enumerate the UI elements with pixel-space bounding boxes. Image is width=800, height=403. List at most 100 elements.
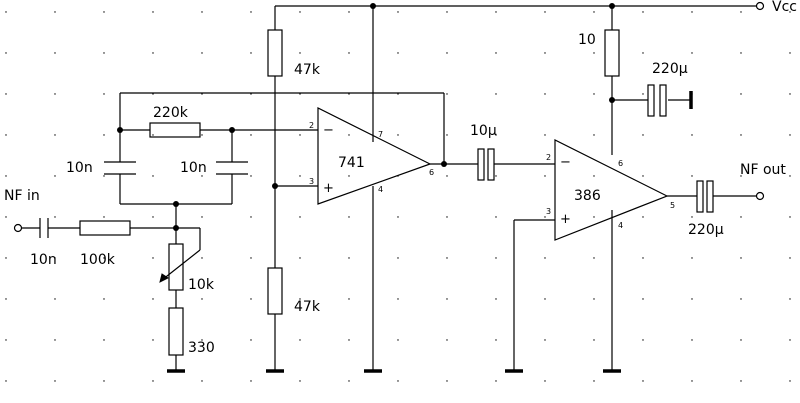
grid-dot: [593, 339, 595, 341]
grid-dot: [495, 93, 497, 95]
resistor-10: [604, 29, 620, 77]
resistors: [79, 29, 620, 356]
grid-dot: [54, 93, 56, 95]
resistor-47k-top: [267, 29, 283, 77]
opamp-741-plus: +: [323, 181, 334, 196]
grid-dot: [5, 134, 7, 136]
grid-dot: [740, 134, 742, 136]
junction-dot: [173, 201, 179, 207]
grid-dot: [789, 134, 791, 136]
opamp-741-pin-vminus: 4: [378, 185, 383, 194]
r-input-label: 100k: [80, 252, 116, 268]
grid-dot: [544, 339, 546, 341]
grid-dot: [299, 52, 301, 54]
grid-dot: [152, 257, 154, 259]
grid-dot: [348, 339, 350, 341]
junction-dot: [609, 3, 615, 9]
grid-dot: [544, 216, 546, 218]
grid-dot: [5, 339, 7, 341]
grid-dot: [397, 380, 399, 382]
grid-dot: [103, 175, 105, 177]
grid-dot: [5, 52, 7, 54]
grid-dot: [740, 52, 742, 54]
grid-dot: [397, 339, 399, 341]
grid-dot: [544, 134, 546, 136]
grid-dot: [593, 175, 595, 177]
grid-dot: [250, 52, 252, 54]
grid-dot: [348, 175, 350, 177]
c-input-label: 10n: [30, 252, 57, 268]
grid-dot: [495, 216, 497, 218]
grid-dot: [103, 380, 105, 382]
grid-dot: [446, 380, 448, 382]
grid-dot: [299, 339, 301, 341]
grid-dot: [250, 380, 252, 382]
grid-dot: [593, 11, 595, 13]
grid-dot: [642, 216, 644, 218]
junction-dot: [370, 3, 376, 9]
grid-dot: [397, 52, 399, 54]
grid-dot: [5, 380, 7, 382]
grid-dot: [54, 11, 56, 13]
grid-dot: [740, 298, 742, 300]
grid-dot: [495, 175, 497, 177]
grid-dot: [544, 11, 546, 13]
grid-dot: [103, 52, 105, 54]
opamp-741-label: 741: [338, 155, 365, 171]
grid-dot: [250, 93, 252, 95]
grid-dot: [789, 11, 791, 13]
grid-dot: [5, 298, 7, 300]
grid-dot: [691, 339, 693, 341]
grid-dot: [544, 175, 546, 177]
grid-dot: [691, 380, 693, 382]
grid-dot: [789, 380, 791, 382]
grid-dot: [740, 175, 742, 177]
resistor-330: [168, 307, 184, 356]
grid-dots: [5, 11, 791, 382]
grid-dot: [642, 134, 644, 136]
cap-supply-plate: [647, 84, 655, 117]
amp-386-pin-inv: 2: [546, 153, 551, 162]
grid-dot: [201, 52, 203, 54]
c-right-label: 10n: [180, 160, 207, 176]
grid-dot: [495, 134, 497, 136]
grid-dot: [54, 339, 56, 341]
opamp-741-pin-inv: 2: [309, 121, 314, 130]
grid-dot: [250, 339, 252, 341]
grid-dot: [397, 298, 399, 300]
grid-dot: [152, 339, 154, 341]
grid-dot: [250, 298, 252, 300]
grid-dot: [299, 134, 301, 136]
grid-dot: [789, 339, 791, 341]
amp-386-pin-out: 5: [670, 201, 675, 210]
grid-dot: [495, 52, 497, 54]
grid-dot: [5, 175, 7, 177]
grid-dot: [495, 339, 497, 341]
cap-coupling-plate: [487, 148, 495, 181]
grid-dot: [593, 93, 595, 95]
ground-symbols: [167, 91, 693, 373]
grid-dot: [593, 380, 595, 382]
grid-dot: [691, 257, 693, 259]
grid-dot: [446, 93, 448, 95]
grid-dot: [642, 380, 644, 382]
cap-output-plate: [706, 180, 714, 213]
junction-dot: [441, 161, 447, 167]
grid-dot: [54, 257, 56, 259]
grid-dot: [299, 175, 301, 177]
grid-dot: [642, 339, 644, 341]
grid-dot: [299, 380, 301, 382]
grid-dot: [348, 134, 350, 136]
grid-dot: [544, 93, 546, 95]
junction-dot: [173, 225, 179, 231]
grid-dot: [5, 11, 7, 13]
grid-dot: [299, 93, 301, 95]
resistor-220k: [149, 122, 201, 138]
grid-dot: [299, 11, 301, 13]
labels: Vcc NF in NF out 47k 47k 220k 100k 10k 3…: [4, 0, 797, 356]
grid-dot: [5, 93, 7, 95]
grid-dot: [348, 298, 350, 300]
r-supply-label: 10: [578, 32, 596, 48]
junctions: [117, 3, 615, 231]
